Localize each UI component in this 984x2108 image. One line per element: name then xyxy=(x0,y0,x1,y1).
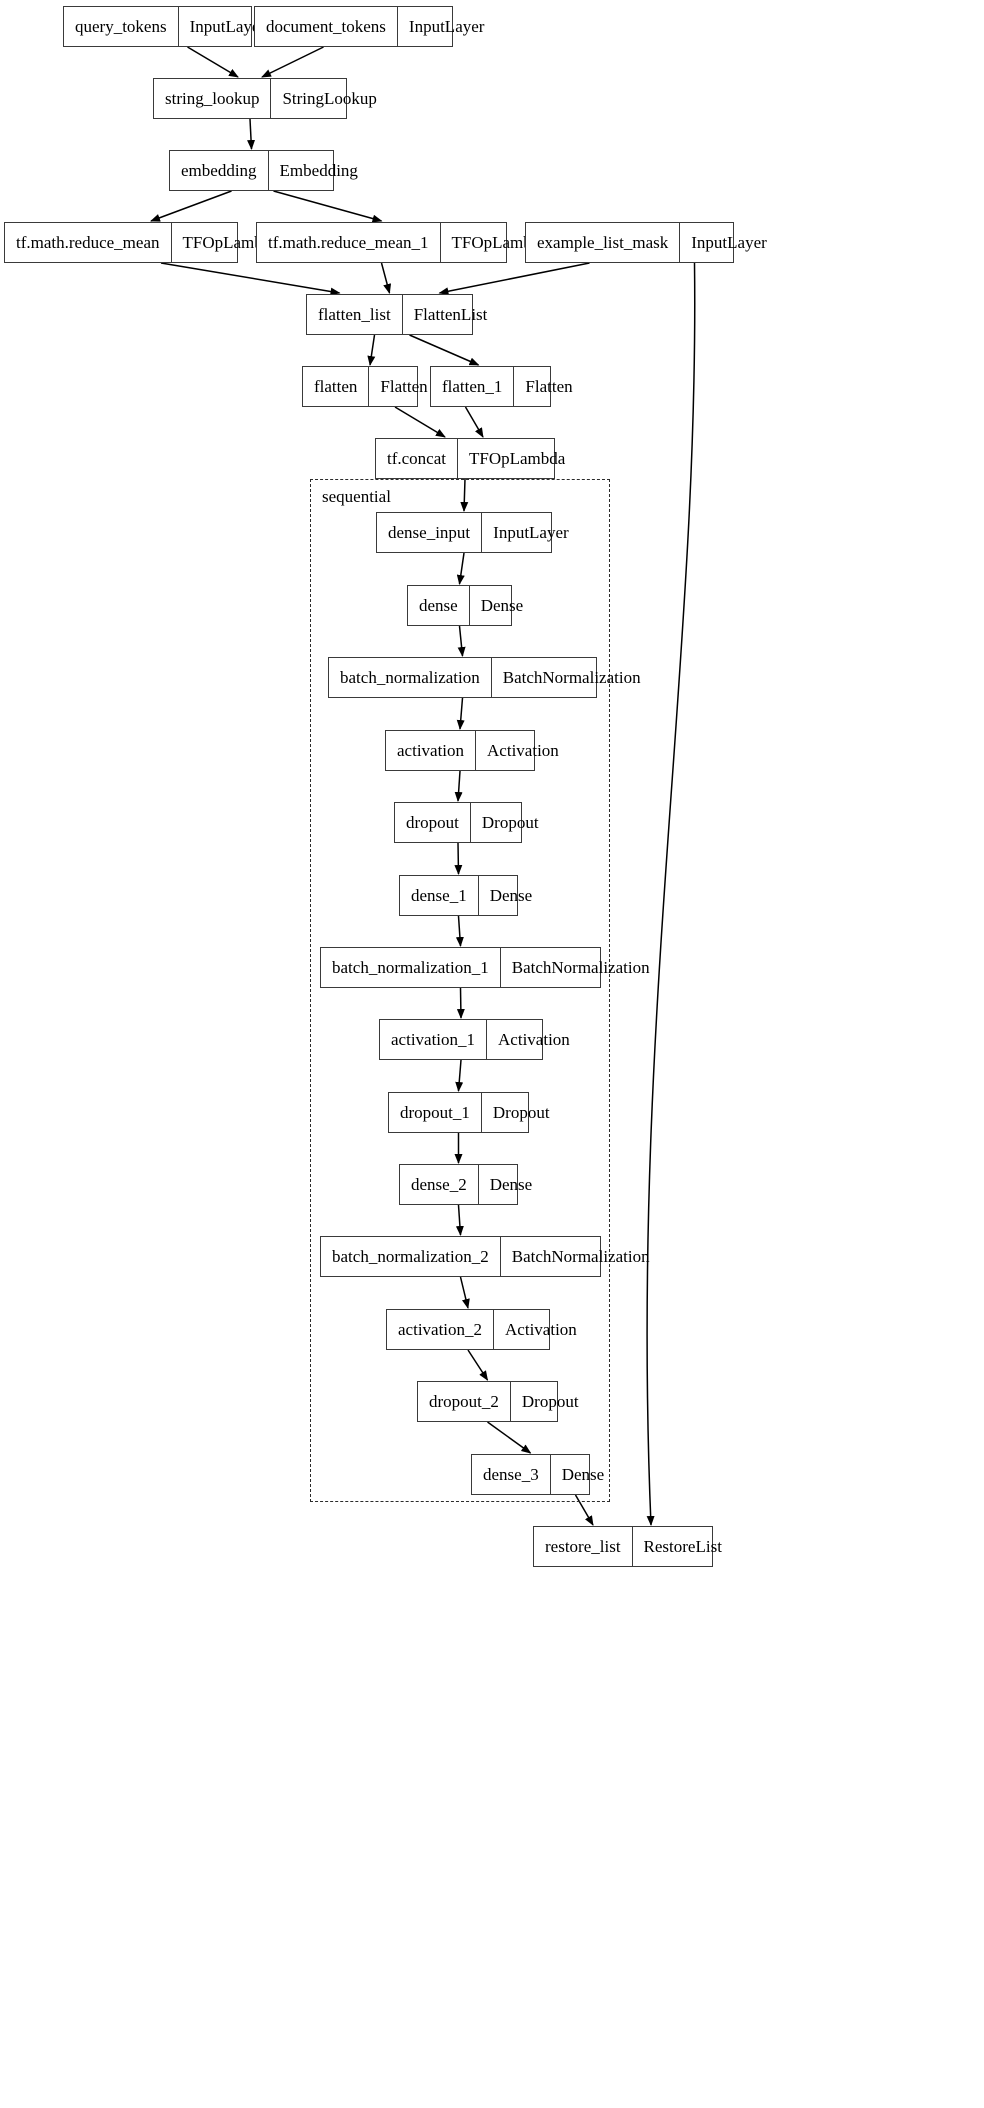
node-type-batch_normalization: BatchNormalization xyxy=(490,658,652,697)
edge-flatten-to-concat xyxy=(394,406,446,438)
node-type-dropout_1: Dropout xyxy=(480,1093,561,1132)
edge-reduce_mean-to-flatten_list xyxy=(160,262,341,296)
edge-example_list_mask-to-restore_list xyxy=(646,262,696,1526)
node-type-batch_normalization_2: BatchNormalization xyxy=(499,1237,661,1276)
node-name-activation: activation xyxy=(397,741,465,760)
node-name-activation_1: activation_1 xyxy=(391,1030,476,1049)
node-type-reduce_mean_1: TFOpLambda xyxy=(439,223,559,262)
node-name-dense_2: dense_2 xyxy=(411,1175,467,1194)
node-type-dense: Dense xyxy=(468,586,534,625)
cluster-sequential xyxy=(310,479,610,1502)
node-type-query_tokens: InputLayer xyxy=(177,7,277,46)
node-name-restore_list: restore_list xyxy=(545,1537,621,1556)
node-type-example_list_mask: InputLayer xyxy=(679,223,778,262)
node-name-dense: dense xyxy=(419,596,458,615)
node-type-document_tokens: InputLayer xyxy=(396,7,496,46)
node-type-dropout: Dropout xyxy=(469,803,550,842)
node-type-dense_1: Dense xyxy=(477,876,543,915)
node-name-reduce_mean_1: tf.math.reduce_mean_1 xyxy=(268,233,429,252)
node-type-embedding: Embedding xyxy=(267,151,369,190)
node-type-flatten: Flatten xyxy=(368,367,438,406)
edge-reduce_mean_1-to-flatten_list xyxy=(380,262,392,294)
edge-embedding-to-reduce_mean xyxy=(150,190,232,222)
node-name-dense_input: dense_input xyxy=(388,523,471,542)
node-name-reduce_mean: tf.math.reduce_mean xyxy=(16,233,160,252)
node-type-batch_normalization_1: BatchNormalization xyxy=(499,948,661,987)
edge-flatten_list-to-flatten xyxy=(367,334,376,366)
edge-flatten_1-to-concat xyxy=(464,406,484,438)
node-name-embedding: embedding xyxy=(181,161,257,180)
edge-flatten_list-to-flatten_1 xyxy=(409,334,480,366)
node-type-dropout_2: Dropout xyxy=(509,1382,590,1421)
node-type-activation: Activation xyxy=(475,731,570,770)
node-type-activation_2: Activation xyxy=(493,1310,588,1349)
node-name-document_tokens: document_tokens xyxy=(266,17,386,36)
node-name-dense_1: dense_1 xyxy=(411,886,467,905)
node-name-dropout: dropout xyxy=(406,813,459,832)
node-name-concat: tf.concat xyxy=(387,449,446,468)
node-name-dropout_2: dropout_2 xyxy=(429,1392,499,1411)
node-name-activation_2: activation_2 xyxy=(398,1320,483,1339)
edge-example_list_mask-to-flatten_list xyxy=(438,262,590,296)
edge-query_tokens-to-string_lookup xyxy=(187,46,239,78)
node-name-dense_3: dense_3 xyxy=(483,1465,539,1484)
node-type-restore_list: RestoreList xyxy=(631,1527,733,1566)
node-name-batch_normalization_1: batch_normalization_1 xyxy=(332,958,489,977)
node-name-query_tokens: query_tokens xyxy=(75,17,167,36)
node-type-flatten_list: FlattenList xyxy=(401,295,499,334)
node-name-string_lookup: string_lookup xyxy=(165,89,260,108)
node-type-flatten_1: Flatten xyxy=(513,367,583,406)
node-name-flatten: flatten xyxy=(314,377,358,396)
edge-string_lookup-to-embedding xyxy=(247,118,256,150)
edge-embedding-to-reduce_mean_1 xyxy=(273,190,383,223)
edge-document_tokens-to-string_lookup xyxy=(261,46,324,78)
node-type-dense_3: Dense xyxy=(549,1455,615,1494)
node-type-dense_input: InputLayer xyxy=(481,513,580,552)
node-type-activation_1: Activation xyxy=(486,1020,581,1059)
node-type-concat: TFOpLambda xyxy=(457,439,576,478)
node-name-batch_normalization_2: batch_normalization_2 xyxy=(332,1247,489,1266)
node-name-example_list_mask: example_list_mask xyxy=(537,233,669,252)
node-name-batch_normalization: batch_normalization xyxy=(340,668,480,687)
node-type-dense_2: Dense xyxy=(477,1165,543,1204)
node-name-flatten_1: flatten_1 xyxy=(442,377,503,396)
node-name-flatten_list: flatten_list xyxy=(318,305,391,324)
node-name-dropout_1: dropout_1 xyxy=(400,1103,470,1122)
node-type-string_lookup: StringLookup xyxy=(270,79,387,118)
cluster-label-sequential: sequential xyxy=(322,487,391,506)
node-type-reduce_mean: TFOpLambda xyxy=(170,223,290,262)
